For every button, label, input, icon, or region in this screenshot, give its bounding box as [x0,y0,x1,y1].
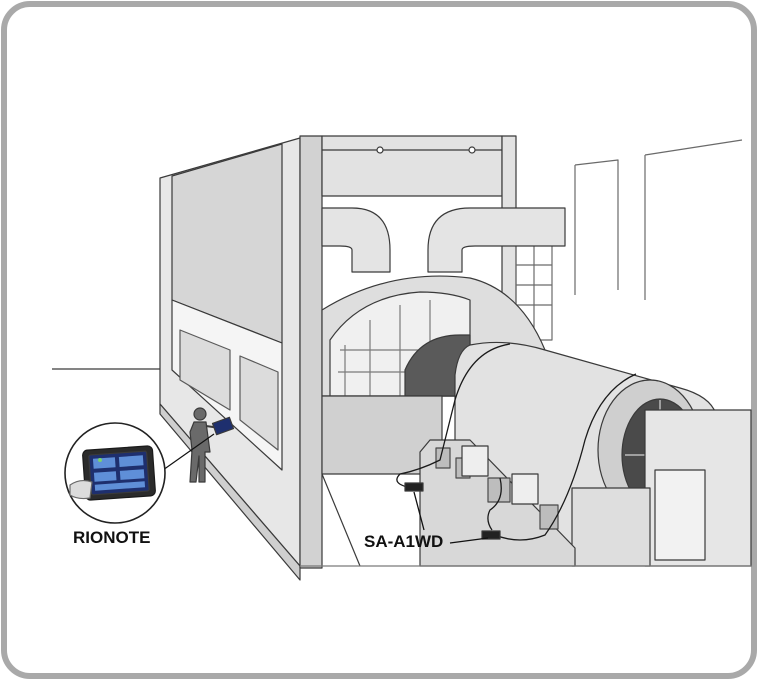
back-wall [574,139,743,300]
cable-a [396,343,511,489]
scaffold [515,244,553,341]
duct-right [427,207,566,273]
rionote-label: RIONOTE [73,528,151,547]
bolt [376,146,384,154]
cable-c [487,477,502,531]
operator-tablet [211,416,235,436]
rear-structure [321,135,503,197]
equipment-box-door [654,469,706,561]
bolt [468,146,476,154]
junction-box-1 [461,445,489,477]
junction-box-2 [511,473,539,505]
equipment-box-small [571,487,651,567]
floor-edge [321,473,361,567]
rionote-device [69,445,156,501]
sensor-2 [481,530,501,540]
sensor-leader [413,491,489,544]
enclosure-pillar [299,135,323,569]
duct-left [321,207,391,273]
illustration [52,135,752,581]
housing-opening [404,334,471,397]
sensor-label: SA-A1WD [364,532,444,551]
cable-b [494,373,637,541]
magnifier-leader [162,433,215,471]
window-detail [179,329,279,451]
sensor-1 [404,482,424,492]
